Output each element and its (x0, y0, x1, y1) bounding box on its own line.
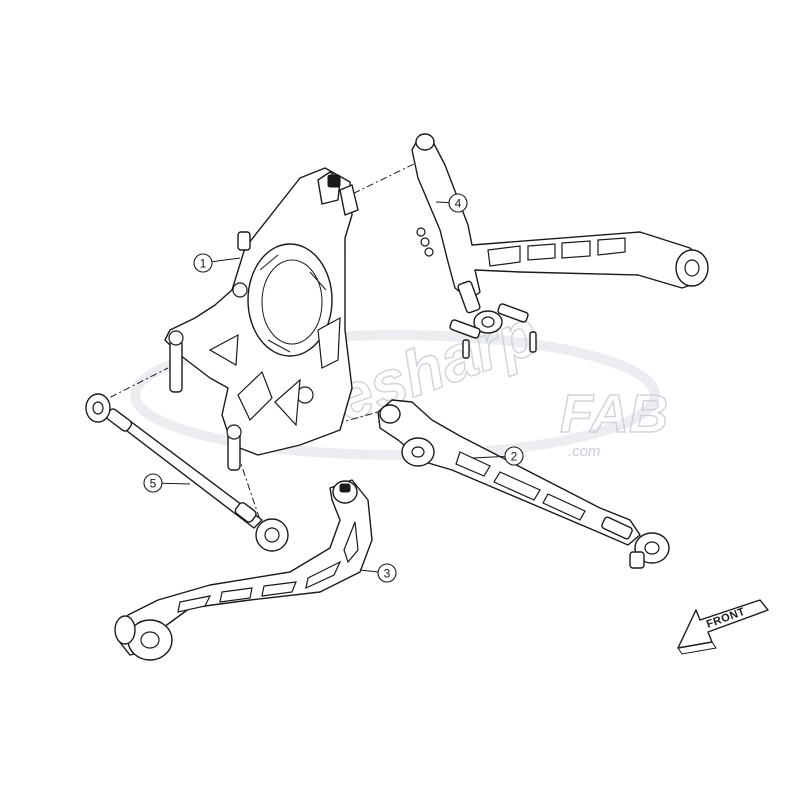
callout-upper-control-arm: 4 (435, 193, 468, 213)
callout-number: 3 (384, 567, 391, 581)
trailing-arm-cutout (305, 560, 342, 590)
trailing-arm-bushing-bore (140, 631, 160, 649)
watermark-swoosh (130, 330, 660, 460)
upper-arm-body (411, 134, 707, 301)
upper-arm-bolt-tip (462, 339, 470, 359)
knuckle-cutout-d (317, 316, 341, 369)
watermark-domain-text: .com (568, 443, 601, 460)
knuckle-top-ear (339, 184, 359, 216)
callout-number: 4 (455, 197, 462, 211)
upper-arm-cutout (561, 240, 591, 259)
callout-number: 2 (511, 450, 518, 464)
toe-link-outer-bore (264, 527, 280, 543)
callout-leader-line (359, 569, 379, 573)
trailing-arm (114, 479, 373, 661)
upper-arm-cutout (527, 243, 556, 261)
front-label: FRONT (705, 606, 747, 631)
front-arrow-edge (677, 641, 717, 655)
knuckle-cutout-c (208, 333, 239, 367)
knuckle-hub-ribs (259, 254, 327, 353)
upper-arm-cutout (487, 245, 521, 267)
lower-arm-adjuster (601, 516, 633, 540)
lower-arm-inner-eye (379, 404, 401, 424)
adjust-hole (420, 237, 430, 247)
knuckle-cutout-a (237, 370, 273, 422)
centerline-trailing-arm (237, 454, 261, 521)
trailing-arm-cutout (177, 595, 212, 613)
toe-link (85, 393, 289, 552)
knuckle-bolt-hole (232, 282, 248, 298)
stud (169, 339, 183, 393)
callout-knuckle: 1 (193, 253, 241, 273)
callout-circle (448, 193, 468, 213)
front-direction-arrow: FRONT (677, 599, 769, 655)
callout-lower-control-arm: 2 (471, 446, 524, 466)
trailing-arm-cutout (343, 521, 359, 564)
callout-circle (143, 473, 163, 493)
front-arrow-shape (677, 599, 769, 649)
watermark-brand-text: FAB (560, 384, 668, 444)
knuckle-top-nut (327, 174, 341, 188)
knuckle-hub-inner (261, 259, 323, 345)
callout-leader-line (435, 201, 450, 204)
callout-leader-line (471, 455, 506, 459)
lower-arm-rod-end-bore (644, 541, 660, 555)
upper-control-arm (411, 133, 709, 359)
toe-link-inner-bore (92, 401, 104, 415)
callout-group: 1 2 3 4 5 (143, 193, 524, 583)
trailing-arm-top-nut (339, 483, 351, 493)
trailing-arm-bushing-sleeve (114, 615, 136, 645)
stud-head (168, 330, 184, 346)
upper-arm-bushing-bore (684, 259, 700, 277)
callout-circle (504, 446, 524, 466)
adjust-hole (416, 227, 426, 237)
toe-link-jam-nut (234, 502, 257, 523)
knuckle-side-stud (237, 231, 251, 251)
upper-arm-balljoint (415, 133, 435, 151)
callout-leader-line (161, 482, 191, 485)
knuckle-cutout-b (274, 378, 301, 427)
callout-number: 5 (150, 477, 157, 491)
upper-arm-bolt-right (497, 303, 529, 323)
callout-circle (193, 253, 213, 273)
lower-arm-cutout (542, 493, 586, 521)
callout-leader-line (211, 257, 241, 263)
callout-circle (377, 563, 397, 583)
upper-arm-cutout (597, 237, 626, 256)
lower-arm-cutout (493, 471, 541, 501)
stud-head (226, 424, 242, 440)
trailing-arm-cutout (219, 587, 253, 603)
callout-trailing-arm: 3 (359, 563, 397, 583)
upper-arm-adjust-holes (416, 227, 434, 257)
centerline-toe-link (96, 367, 169, 405)
trailing-arm-cutout (261, 581, 297, 597)
lower-arm-cutout (455, 451, 491, 477)
lower-control-arm (377, 399, 670, 569)
knuckle (164, 167, 359, 471)
lower-arm-bushing-bore (411, 446, 425, 458)
upper-arm-rod-end-bore (481, 316, 495, 328)
upper-arm-adjuster (457, 280, 481, 314)
knuckle-hub-bore (247, 243, 333, 357)
knuckle-lower-studs (168, 330, 242, 471)
upper-arm-bolt-left (449, 319, 481, 339)
callout-number: 1 (200, 257, 207, 271)
upper-arm-bolt-tip (529, 331, 537, 353)
lower-arm-spacer (629, 551, 645, 569)
callout-toe-link: 5 (143, 473, 191, 493)
adjust-hole (424, 247, 434, 257)
